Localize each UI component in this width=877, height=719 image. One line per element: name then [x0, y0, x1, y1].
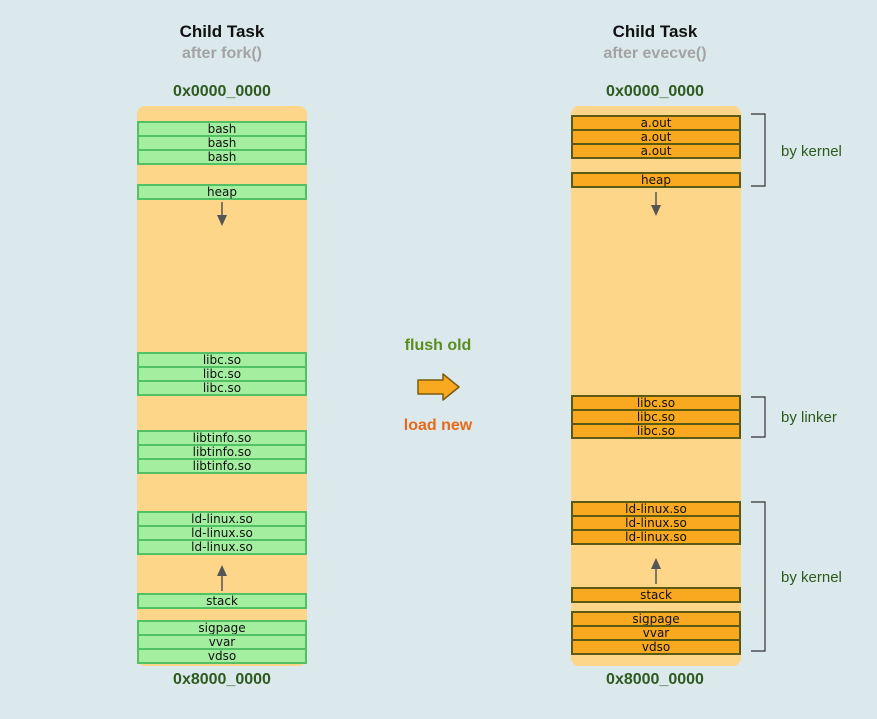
right-memory-space: a.out a.out a.out heap libc.so libc.so l…	[571, 106, 741, 666]
load-new-label: load new	[403, 417, 473, 434]
linker-bracket	[751, 396, 766, 438]
kernel-top-bracket	[751, 113, 766, 187]
right-arrow-icon	[417, 373, 460, 401]
right-segment-heap: heap	[571, 172, 741, 188]
left-subtitle: after fork()	[181, 45, 262, 62]
left-segment-libc: libc.so	[137, 380, 307, 396]
by-kernel-bottom-label: by kernel	[781, 569, 842, 586]
left-segment-stack: stack	[137, 593, 307, 609]
stack-grow-up-arrow-icon	[217, 565, 227, 591]
left-bottom-address: 0x8000_0000	[173, 671, 271, 688]
heap-grow-down-arrow-icon	[217, 202, 227, 226]
right-segment-vdso: vdso	[571, 639, 741, 655]
right-segment-a-out: a.out	[571, 143, 741, 159]
left-segment-vdso: vdso	[137, 648, 307, 664]
left-memory-space: bash bash bash heap libc.so libc.so libc…	[137, 106, 307, 666]
by-kernel-top-label: by kernel	[781, 143, 842, 160]
heap-grow-down-arrow-icon	[651, 192, 661, 216]
left-segment-heap: heap	[137, 184, 307, 200]
left-title: Child Task	[179, 22, 265, 41]
right-segment-ld-linux: ld-linux.so	[571, 529, 741, 545]
left-segment-ld-linux: ld-linux.so	[137, 539, 307, 555]
right-segment-libc: libc.so	[571, 423, 741, 439]
right-title: Child Task	[612, 22, 698, 41]
left-top-address: 0x0000_0000	[173, 83, 271, 100]
right-subtitle: after evecve()	[603, 45, 707, 62]
kernel-bottom-bracket	[751, 501, 766, 652]
flush-old-label: flush old	[404, 337, 472, 354]
right-segment-stack: stack	[571, 587, 741, 603]
left-segment-libtinfo: libtinfo.so	[137, 458, 307, 474]
right-segment-ld-linux: ld-linux.so	[571, 515, 741, 531]
by-linker-label: by linker	[781, 409, 837, 426]
right-bottom-address: 0x8000_0000	[606, 671, 704, 688]
right-top-address: 0x0000_0000	[606, 83, 704, 100]
stack-grow-up-arrow-icon	[651, 558, 661, 584]
left-segment-bash: bash	[137, 149, 307, 165]
